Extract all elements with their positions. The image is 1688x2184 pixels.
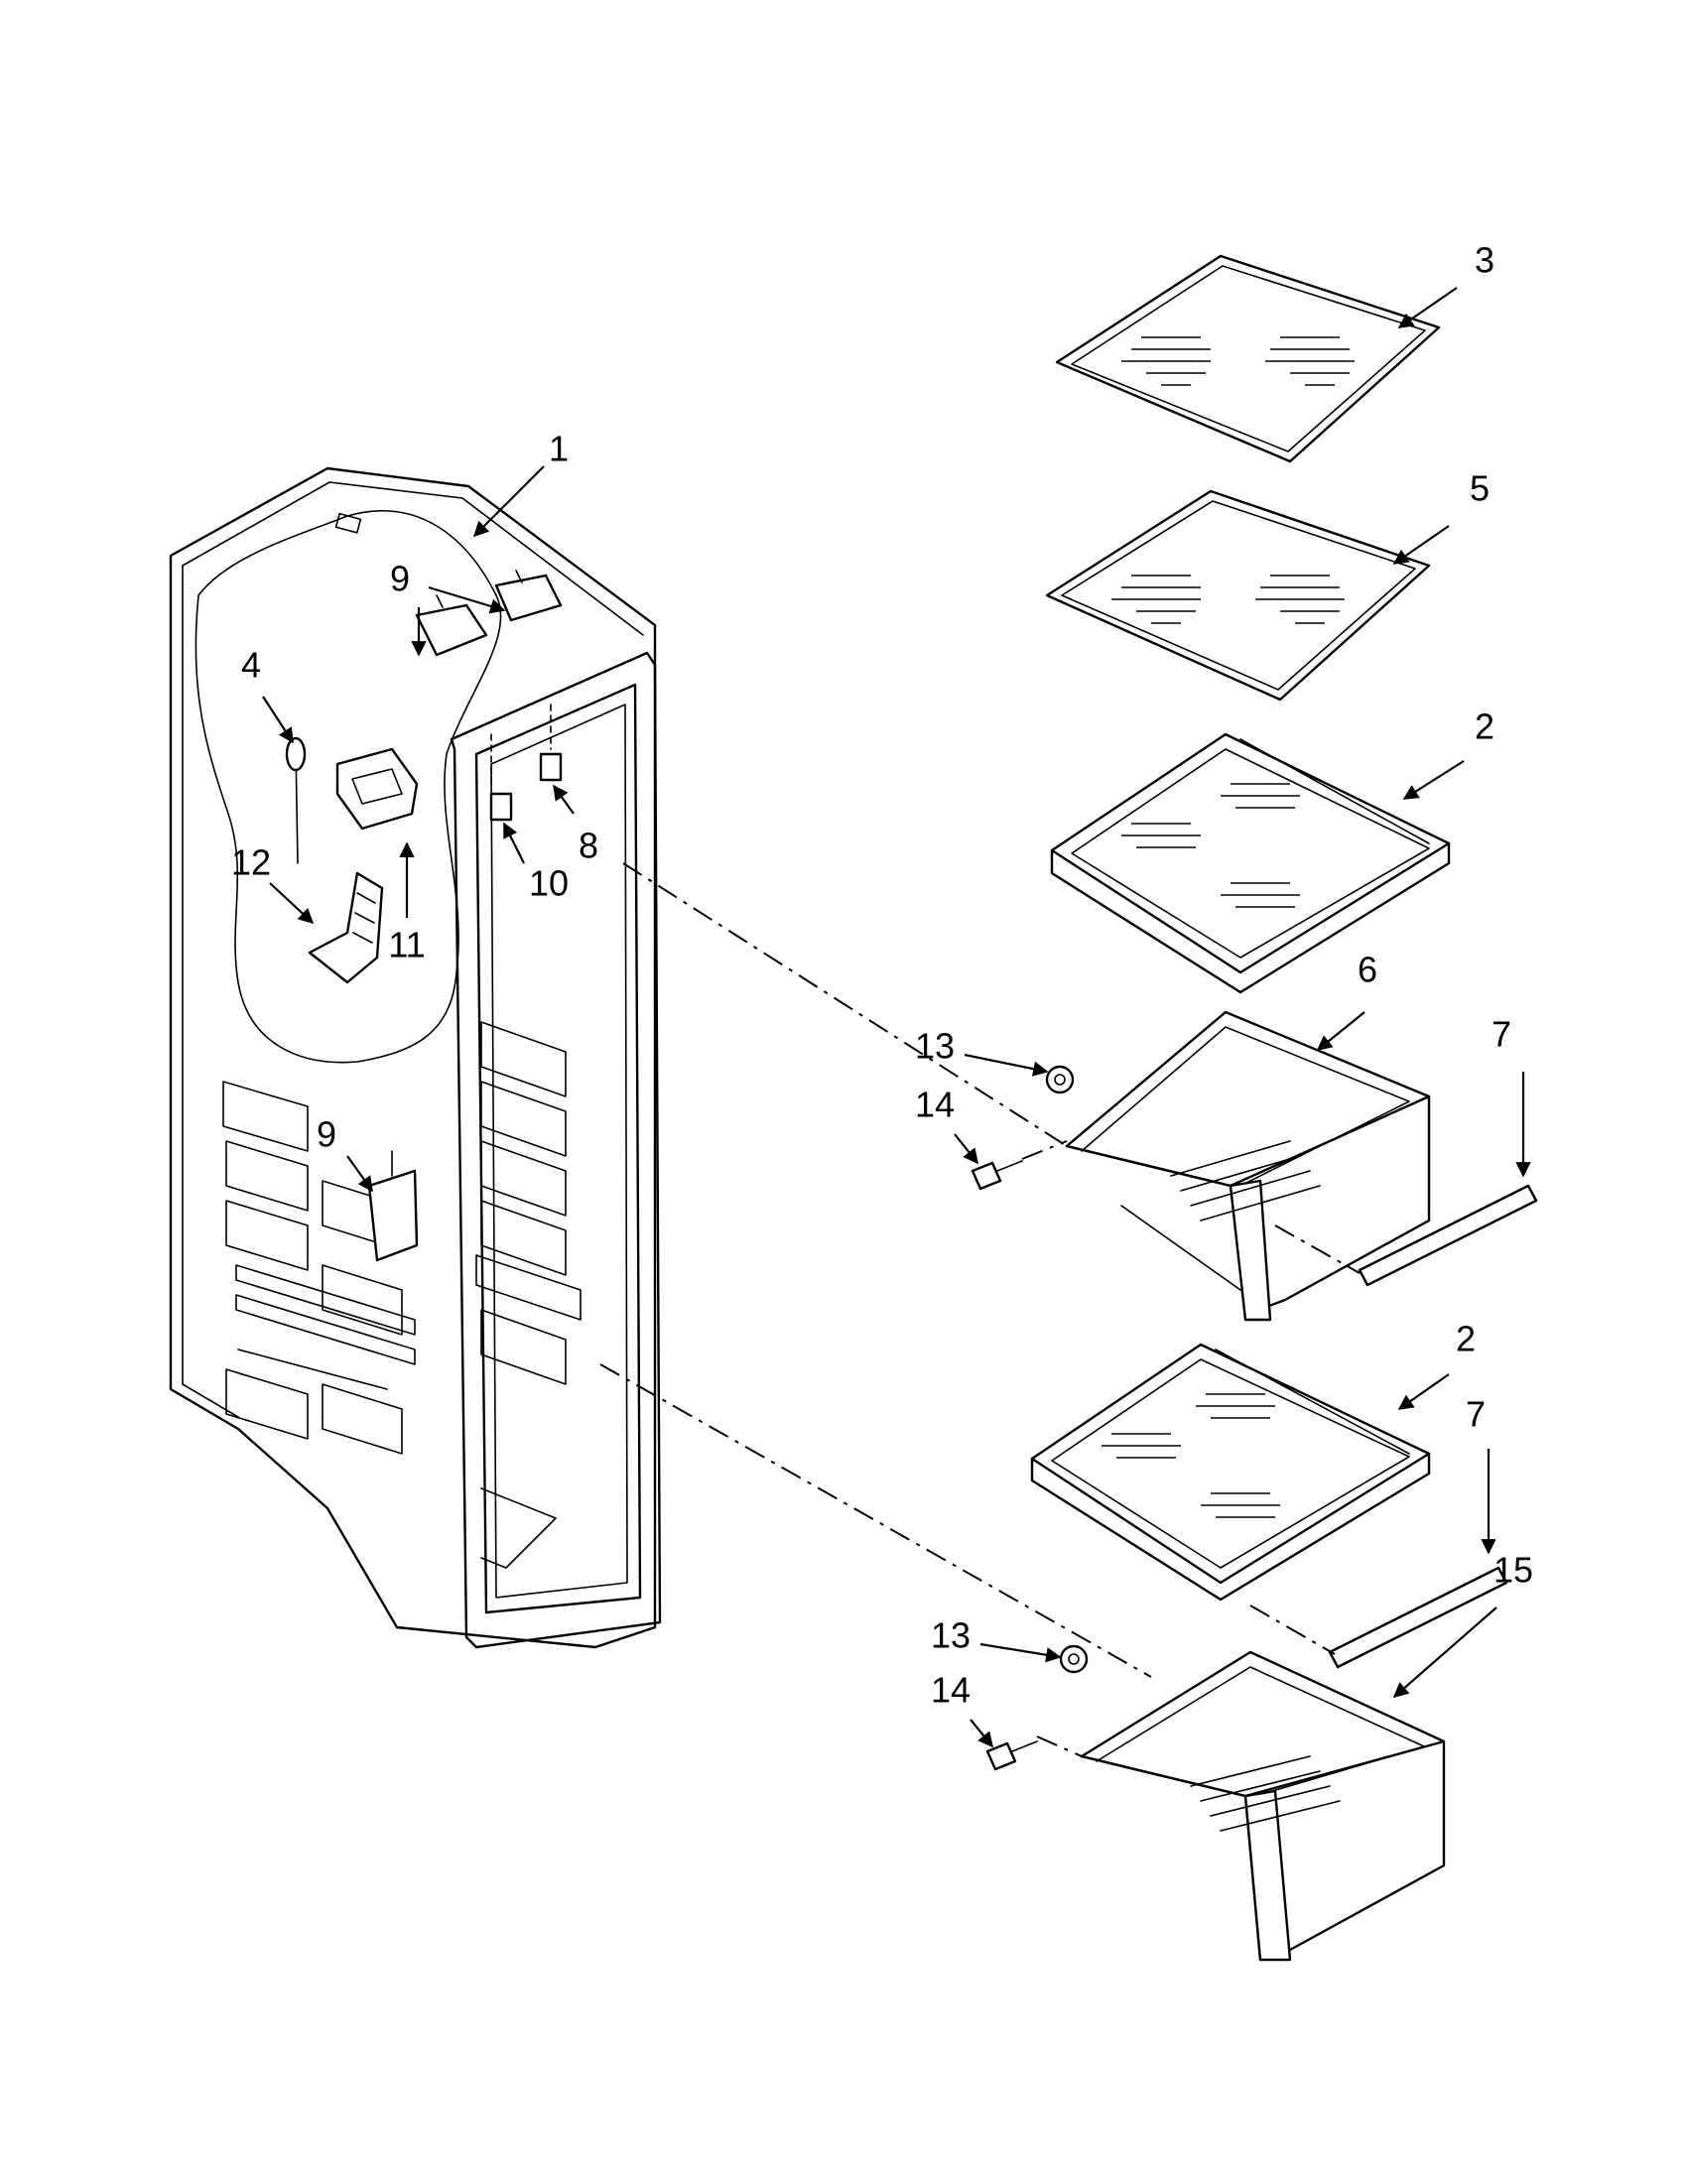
callout-9-lower: 9 — [317, 1114, 336, 1155]
cabinet-liner — [169, 466, 662, 1649]
callout-13-upper: 13 — [915, 1026, 955, 1067]
light-socket-parts — [415, 570, 563, 657]
thermistor-part — [285, 736, 307, 864]
shelf-glass-top — [1055, 254, 1441, 463]
light-housing-part — [335, 747, 419, 831]
callout-14-lower: 14 — [931, 1670, 971, 1711]
callout-6: 6 — [1358, 950, 1377, 990]
drawer-roller-lower — [1059, 1644, 1089, 1674]
callout-3: 3 — [1475, 240, 1494, 281]
drawer-screw-lower — [985, 1740, 1038, 1771]
callout-10: 10 — [529, 863, 569, 904]
crisper-cover-upper — [1050, 732, 1451, 994]
liner-rails-right — [475, 1021, 582, 1385]
leader-arrows — [262, 287, 1531, 1748]
callout-7-upper: 7 — [1492, 1014, 1511, 1055]
callout-8: 8 — [579, 826, 598, 866]
callout-5: 5 — [1470, 468, 1490, 509]
callout-2-lower: 2 — [1456, 1319, 1476, 1359]
crisper-cover-lower — [1030, 1343, 1431, 1602]
crisper-drawer-lower — [1080, 1650, 1446, 1962]
callout-15: 15 — [1493, 1550, 1533, 1591]
lower-light-socket — [367, 1150, 419, 1262]
drawer-screw-upper — [971, 1160, 1023, 1191]
assembly-lines — [599, 862, 1361, 1757]
shelf-glass-middle — [1045, 489, 1431, 702]
callout-1: 1 — [549, 429, 569, 469]
callout-7-lower: 7 — [1466, 1394, 1486, 1435]
drawer-roller-upper — [1045, 1065, 1075, 1094]
shelf-stops — [489, 704, 563, 822]
crisper-drawer-upper — [1065, 1010, 1431, 1322]
liner-rails-left — [222, 1081, 416, 1455]
callout-4: 4 — [241, 645, 261, 686]
callout-2-upper: 2 — [1475, 707, 1494, 747]
callout-13-lower: 13 — [931, 1615, 971, 1656]
air-baffle-part — [308, 871, 384, 984]
callout-14-upper: 14 — [915, 1085, 955, 1125]
callout-12: 12 — [231, 842, 271, 883]
drawer-trim-lower — [1328, 1566, 1508, 1669]
callout-9-top: 9 — [390, 559, 410, 599]
callout-labels: 1 9 4 12 11 8 10 9 3 5 2 6 7 13 14 2 7 1… — [231, 240, 1533, 1711]
drawer-trim-upper — [1358, 1184, 1538, 1287]
callout-11: 11 — [388, 925, 425, 965]
